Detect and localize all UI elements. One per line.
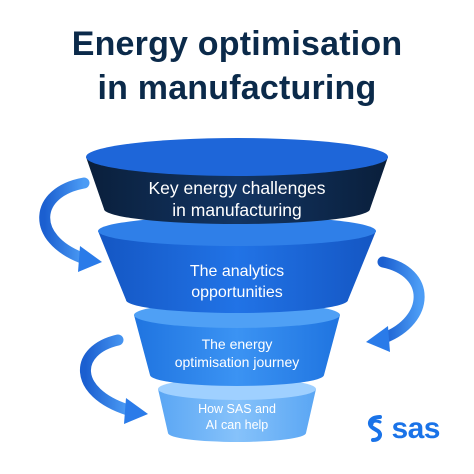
sas-logo: sas <box>364 412 440 446</box>
tier-1-line-2: in manufacturing <box>172 200 301 220</box>
tier-2-line-2: opportunities <box>191 284 283 301</box>
arrow-head-icon <box>124 398 148 424</box>
title-line-2: in manufacturing <box>97 69 377 107</box>
tier-3-line-2: optimisation journey <box>175 354 300 370</box>
tier-4-line-2: AI can help <box>206 418 269 432</box>
funnel-tier-4: How SAS and AI can help <box>158 378 316 442</box>
sas-logo-mark-icon <box>368 415 383 442</box>
arrow-head-icon <box>366 326 390 352</box>
flow-arrow-3 <box>80 334 148 424</box>
page-title: Energy optimisation in manufacturing <box>0 22 474 110</box>
arrow-head-icon <box>78 246 102 272</box>
funnel-tier-2: The analytics opportunities <box>98 216 376 313</box>
tier-2-line-1: The analytics <box>190 263 284 280</box>
sas-logo-text: sas <box>391 412 440 445</box>
flow-arrow-1 <box>39 177 102 272</box>
flow-arrow-2 <box>366 256 425 352</box>
tier-4-line-1: How SAS and <box>198 402 276 416</box>
tier-3-line-1: The energy <box>202 336 273 352</box>
funnel-tier-3: The energy optimisation journey <box>134 302 340 386</box>
title-line-1: Energy optimisation <box>71 25 403 63</box>
tier-1-line-1: Key energy challenges <box>148 178 325 198</box>
funnel-tier-1: Key energy challenges in manufacturing <box>86 138 388 224</box>
